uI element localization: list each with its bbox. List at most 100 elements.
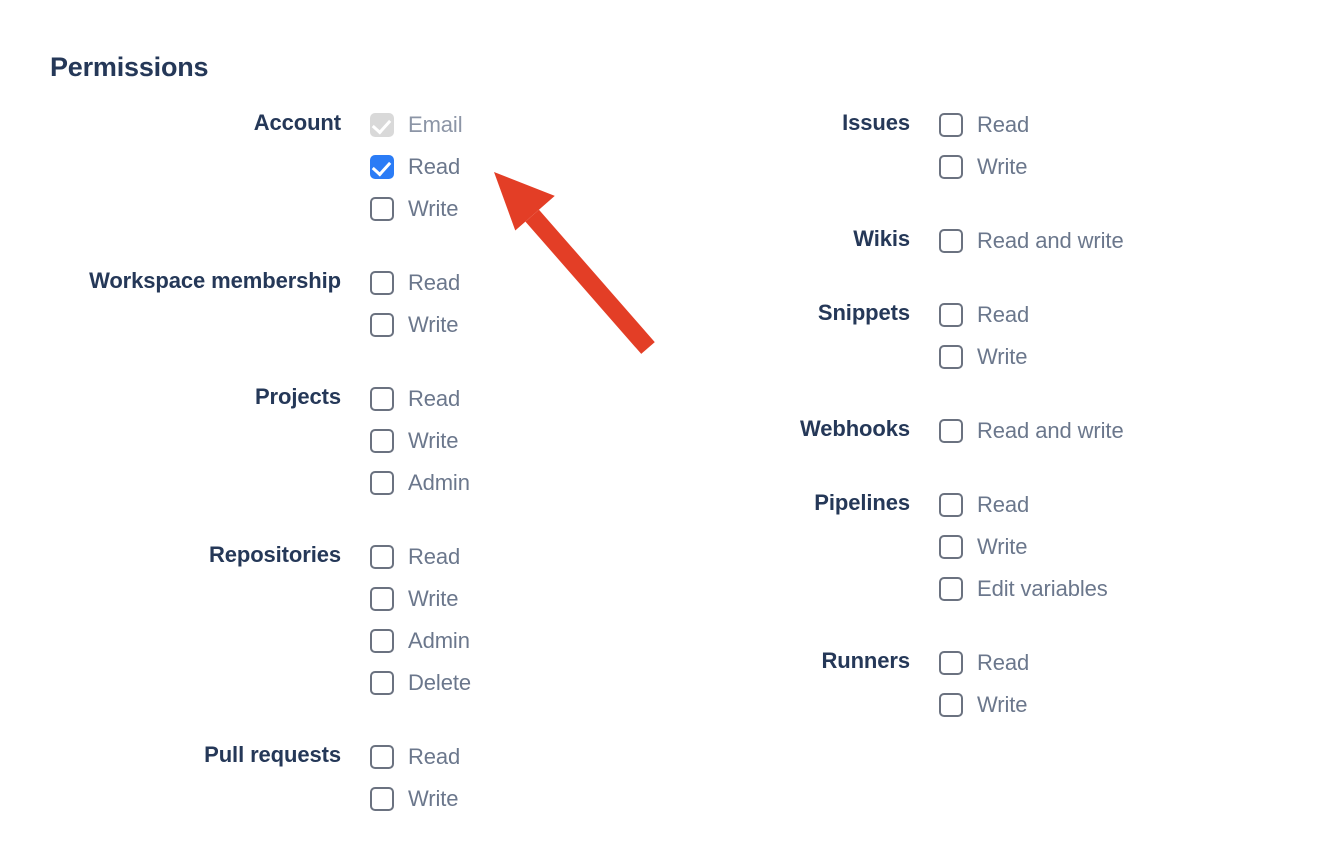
group-label-workspace-membership: Workspace membership	[89, 268, 341, 293]
option-pipelines-edit-variables[interactable]: Edit variables	[939, 568, 1300, 610]
checkbox-account-write[interactable]	[370, 197, 394, 221]
checkbox-snippets-read[interactable]	[939, 303, 963, 327]
option-label-read: Read	[977, 112, 1030, 137]
group-label-wikis: Wikis	[853, 226, 910, 251]
checkbox-repositories-delete[interactable]	[370, 671, 394, 695]
option-label-read: Read	[408, 386, 461, 411]
option-label-admin: Admin	[408, 470, 470, 495]
option-label-email: Email	[408, 112, 463, 137]
option-repositories-delete[interactable]: Delete	[370, 662, 660, 704]
option-label-delete: Delete	[408, 670, 471, 695]
option-snippets-write[interactable]: Write	[939, 336, 1300, 378]
option-pipelines-read[interactable]: Read	[939, 484, 1300, 526]
option-workspace-membership-write[interactable]: Write	[370, 304, 660, 346]
checkbox-workspace-membership-write[interactable]	[370, 313, 394, 337]
group-label-runners: Runners	[821, 648, 910, 673]
option-label-write: Write	[977, 154, 1028, 179]
group-options-webhooks: Read and write	[910, 410, 1300, 452]
option-label-write: Write	[408, 196, 459, 221]
checkbox-repositories-read[interactable]	[370, 545, 394, 569]
checkmark-icon	[371, 156, 392, 177]
option-runners-write[interactable]: Write	[939, 684, 1300, 726]
checkbox-pipelines-write[interactable]	[939, 535, 963, 559]
option-label-read: Read	[977, 650, 1030, 675]
option-issues-write[interactable]: Write	[939, 146, 1300, 188]
checkbox-pipelines-read[interactable]	[939, 493, 963, 517]
option-issues-read[interactable]: Read	[939, 104, 1300, 146]
option-pipelines-write[interactable]: Write	[939, 526, 1300, 568]
option-projects-read[interactable]: Read	[370, 378, 660, 420]
checkbox-issues-write[interactable]	[939, 155, 963, 179]
option-label-read: Read	[977, 492, 1030, 517]
checkbox-snippets-write[interactable]	[939, 345, 963, 369]
option-label-write: Write	[408, 312, 459, 337]
group-label-pipelines: Pipelines	[814, 490, 910, 515]
option-projects-admin[interactable]: Admin	[370, 462, 660, 504]
option-label-read: Read	[408, 154, 461, 179]
checkbox-pipelines-edit-variables[interactable]	[939, 577, 963, 601]
option-label-edit-variables: Edit variables	[977, 576, 1108, 601]
option-repositories-write[interactable]: Write	[370, 578, 660, 620]
checkbox-issues-read[interactable]	[939, 113, 963, 137]
checkbox-repositories-write[interactable]	[370, 587, 394, 611]
permission-group-webhooks: Webhooks Read and write	[600, 410, 1300, 452]
option-snippets-read[interactable]: Read	[939, 294, 1300, 336]
checkbox-pull-requests-write[interactable]	[370, 787, 394, 811]
option-label-write: Write	[977, 344, 1028, 369]
option-projects-write[interactable]: Write	[370, 420, 660, 462]
checkbox-repositories-admin[interactable]	[370, 629, 394, 653]
option-account-read[interactable]: Read	[370, 146, 660, 188]
option-label-write: Write	[408, 428, 459, 453]
option-wikis-read-and-write[interactable]: Read and write	[939, 220, 1300, 262]
option-label-write: Write	[408, 786, 459, 811]
group-label-webhooks: Webhooks	[799, 416, 910, 441]
checkbox-projects-admin[interactable]	[370, 471, 394, 495]
group-label-snippets: Snippets	[817, 300, 910, 325]
checkbox-pull-requests-read[interactable]	[370, 745, 394, 769]
option-webhooks-read-and-write[interactable]: Read and write	[939, 410, 1300, 452]
group-options-wikis: Read and write	[910, 220, 1300, 262]
group-label-projects: Projects	[254, 384, 341, 409]
option-label-read-and-write: Read and write	[977, 418, 1124, 443]
page-title: Permissions	[50, 52, 209, 82]
checkbox-workspace-membership-read[interactable]	[370, 271, 394, 295]
option-account-email: Email	[370, 104, 660, 146]
option-pull-requests-write[interactable]: Write	[370, 778, 660, 820]
option-label-write: Write	[408, 586, 459, 611]
checkbox-projects-write[interactable]	[370, 429, 394, 453]
permission-group-wikis: Wikis Read and write	[600, 220, 1300, 262]
option-account-write[interactable]: Write	[370, 188, 660, 230]
option-runners-read[interactable]: Read	[939, 642, 1300, 684]
option-workspace-membership-read[interactable]: Read	[370, 262, 660, 304]
checkbox-wikis-read-and-write[interactable]	[939, 229, 963, 253]
checkbox-runners-read[interactable]	[939, 651, 963, 675]
option-label-read-and-write: Read and write	[977, 228, 1124, 253]
checkbox-account-read[interactable]	[370, 155, 394, 179]
option-repositories-admin[interactable]: Admin	[370, 620, 660, 662]
checkbox-webhooks-read-and-write[interactable]	[939, 419, 963, 443]
option-pull-requests-read[interactable]: Read	[370, 736, 660, 778]
checkbox-runners-write[interactable]	[939, 693, 963, 717]
checkbox-account-email	[370, 113, 394, 137]
option-label-write: Write	[977, 534, 1028, 559]
option-label-read: Read	[408, 744, 461, 769]
option-repositories-read[interactable]: Read	[370, 536, 660, 578]
option-label-admin: Admin	[408, 628, 470, 653]
checkbox-projects-read[interactable]	[370, 387, 394, 411]
